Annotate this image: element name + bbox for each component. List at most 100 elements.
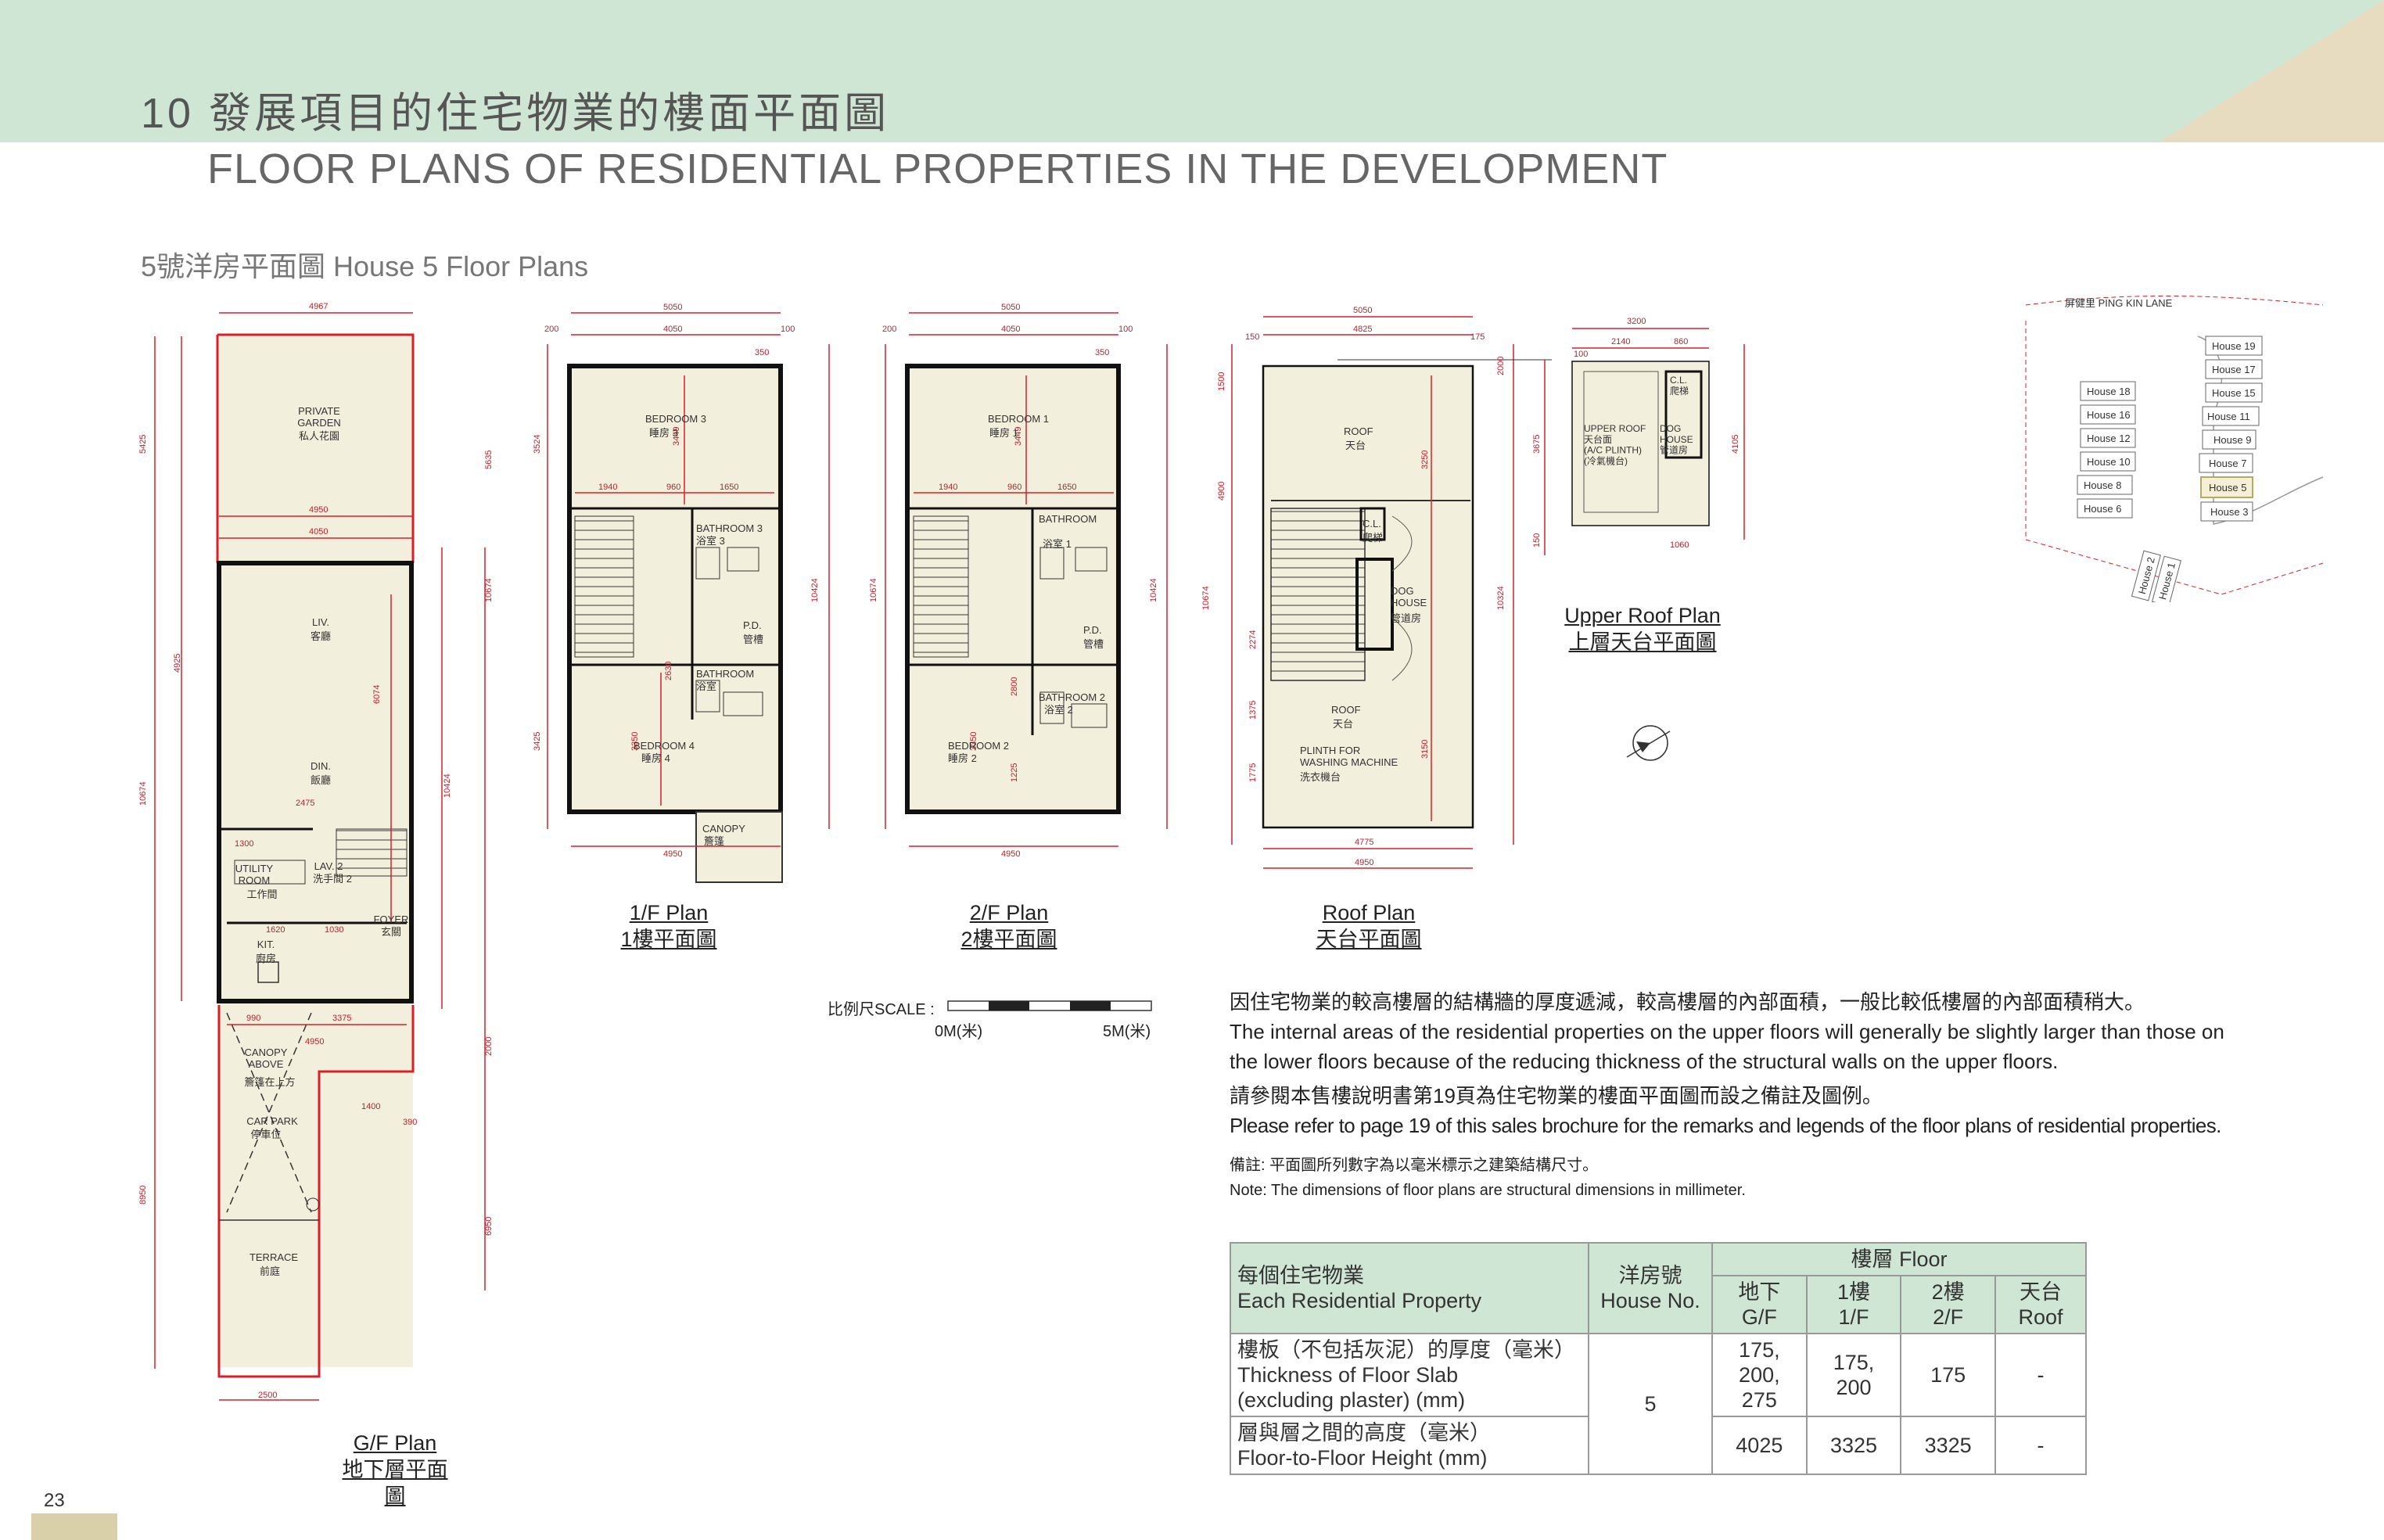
room-label-zh: 洗衣機台 [1300, 771, 1341, 783]
upper-roof-plan-caption: Upper Roof Plan 上層天台平面圖 [1553, 602, 1732, 655]
dim-text: 5635 [484, 451, 494, 469]
room-label-zh: 浴室 3 [696, 535, 725, 547]
dim-text: 10674 [869, 578, 878, 602]
key-plan-house: House 15 [2212, 387, 2256, 399]
col-header-1f: 1樓 1/F [1805, 1275, 1902, 1334]
dim-text: 10424 [1149, 578, 1158, 602]
room-label: LIV. [312, 616, 329, 628]
dim-text: 960 [666, 483, 680, 492]
room-label-zh: 私人花園 [299, 430, 339, 442]
room-label-zh: 浴室 1 [1043, 538, 1072, 550]
room-label: BEDROOM 2 [948, 740, 1009, 752]
dim-text: 2140 [1611, 337, 1630, 346]
dim-text: 100 [1118, 325, 1133, 334]
dim-text: 4900 [1217, 482, 1226, 501]
room-label: DIN. [311, 760, 331, 772]
scale-label: 比例尺SCALE : [828, 1001, 935, 1018]
room-label: CANOPY [702, 823, 745, 835]
key-plan-house: House 7 [2209, 458, 2246, 469]
dim-text: 1030 [325, 925, 343, 935]
col-header-2f: 2樓 2/F [1900, 1275, 1996, 1334]
room-label: BATHROOM [696, 668, 754, 680]
dim-text: 6950 [484, 1217, 494, 1236]
dim-text: 1060 [1670, 540, 1689, 550]
page-tab [31, 1513, 117, 1540]
dim-text: 4050 [309, 527, 328, 537]
room-label-zh: 睡房 1 [989, 427, 1018, 439]
room-label: BATHROOM 3 [696, 522, 763, 534]
f1-plan: 5050 4050 200 100 350 3524 1940 960 1650… [484, 303, 830, 883]
dim-text: 3250 [1420, 451, 1430, 469]
room-label-zh: 睡房 4 [641, 752, 670, 764]
dim-text: 2500 [258, 1391, 277, 1400]
key-plan-house: House 18 [2087, 386, 2131, 397]
room-label-zh: 玄關 [381, 926, 401, 938]
f2-plan: 5050 4050 200 100 350 1940 960 1650 3449… [869, 303, 1168, 859]
dim-text: 4105 [1731, 435, 1740, 454]
room-label: ROOF [1344, 425, 1373, 437]
key-plan-house-highlight: House 5 [2209, 482, 2246, 494]
room-label-zh: 管道房 [1391, 612, 1421, 624]
north-arrow-icon [1632, 725, 1668, 761]
room-label: LAV. 2 [314, 860, 343, 872]
room-label: BATHROOM 2 [1039, 691, 1105, 703]
dim-text: 100 [1574, 350, 1588, 359]
note-2-zh: 請參閱本售樓說明書第19頁為住宅物業的樓面平面圖而設之備註及圖例。 [1230, 1084, 1883, 1107]
dim-text: 175 [1470, 332, 1485, 342]
room-label-zh: 工作間 [246, 888, 277, 900]
dim-text: 3350 [969, 732, 978, 751]
header-band [0, 0, 2384, 142]
table-cell: 175, 200, 275 [1711, 1333, 1808, 1417]
page-title-zh: 10 發展項目的住宅物業的樓面平面圖 [141, 90, 890, 137]
upper-roof-plan-title-zh: 上層天台平面圖 [1568, 630, 1717, 654]
dim-text: 960 [1007, 483, 1021, 492]
note-3-zh: 備註: 平面圖所列數字為以毫米標示之建築結構尺寸。 [1230, 1157, 1599, 1174]
dim-text: 4950 [663, 849, 682, 859]
room-label-zh: 管槽 [1083, 638, 1104, 650]
dim-text: 150 [1245, 332, 1259, 342]
key-plan-house: House 8 [2084, 479, 2121, 491]
page-title-en: FLOOR PLANS OF RESIDENTIAL PROPERTIES IN… [207, 145, 1668, 192]
room-label-zh: 爬梯 [1363, 532, 1383, 544]
room-label: CAR PARK [246, 1115, 298, 1127]
dim-text: 4950 [1355, 858, 1373, 867]
key-plan-house: House 12 [2087, 433, 2131, 444]
dim-text: 1400 [361, 1102, 380, 1111]
room-label: P.D. [1083, 624, 1102, 636]
dim-text: 5050 [663, 303, 682, 312]
roof-plan-caption: Roof Plan 天台平面圖 [1310, 899, 1427, 953]
dim-text: 100 [781, 325, 795, 334]
scale-five-label: 5M(米) [1103, 1023, 1151, 1040]
upper-roof-plan: 3200 2140 860 100 3675 4105 1060 150 UPP… [1532, 317, 1745, 761]
room-label: BEDROOM 3 [645, 413, 706, 425]
dim-text: 3150 [1420, 740, 1430, 759]
note-1-zh: 因住宅物業的較高樓層的結構牆的厚度遞減，較高樓層的內部面積，一般比較低樓層的內部… [1230, 990, 2145, 1014]
key-plan-house: House 17 [2212, 364, 2256, 375]
room-label-zh: 天台 [1333, 718, 1353, 730]
room-label: ROOF [1331, 704, 1361, 716]
dim-text: 1650 [1057, 483, 1076, 492]
room-label-zh: 簷篷在上方 [244, 1076, 295, 1088]
dim-text: 1940 [939, 483, 957, 492]
row-label-height: 層與層之間的高度（毫米） Floor-to-Floor Height (mm) [1230, 1416, 1589, 1475]
dim-text: 10674 [1201, 586, 1211, 610]
dim-text: 200 [544, 325, 558, 334]
section-subtitle: 5號洋房平面圖 House 5 Floor Plans [141, 250, 589, 282]
dim-text: 350 [755, 348, 769, 357]
dim-text: 3425 [533, 732, 542, 751]
dim-text: 2000 [484, 1037, 494, 1056]
dim-text: 3675 [1532, 435, 1542, 454]
dim-text: 4950 [1001, 849, 1020, 859]
room-label-zh: 簷篷 [704, 835, 724, 847]
dim-text: 10424 [443, 774, 452, 798]
dim-text: 350 [1095, 348, 1109, 357]
dim-text: 5425 [138, 435, 148, 454]
room-label-zh: 飯廳 [311, 774, 331, 786]
dim-text: 3449 [1014, 427, 1023, 446]
f2-plan-title-en: 2/F Plan [969, 901, 1049, 924]
room-label-zh: 睡房 3 [649, 427, 678, 439]
dim-text: 990 [246, 1014, 260, 1023]
room-label-zh: 浴室 [696, 680, 716, 692]
